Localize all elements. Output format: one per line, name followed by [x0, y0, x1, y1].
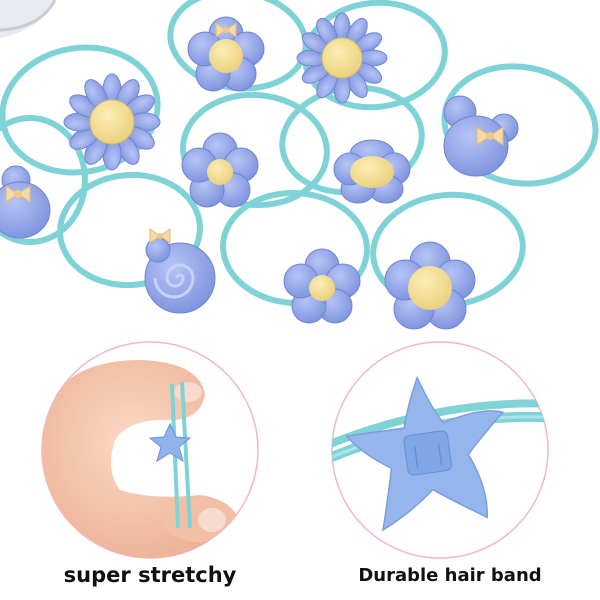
stretch-demo-panel: [41, 341, 259, 559]
bow-icon: [215, 22, 237, 38]
container-rim: [0, 0, 57, 38]
hair-tie-band: [57, 171, 203, 289]
sunflower-charm: [63, 73, 161, 171]
hair-tie-band: [0, 115, 88, 245]
durable-demo-panel: [331, 341, 549, 559]
flower-charm: [283, 248, 361, 324]
starfish-charm: [345, 375, 505, 532]
flower-charm: [384, 241, 476, 330]
caption-super-stretchy: super stretchy: [63, 563, 237, 587]
mouse-charm: [443, 95, 519, 177]
starfish-charm: [148, 422, 192, 463]
flower-charm: [181, 132, 259, 208]
flower-charm: [333, 139, 411, 204]
bow-icon: [149, 228, 171, 244]
caption-durable-hair-band: Durable hair band: [358, 565, 542, 586]
bow-icon: [476, 126, 504, 146]
mouse-charm: [0, 165, 51, 239]
sunflower-charm: [296, 12, 388, 104]
flower-charm: [187, 16, 265, 92]
bow-icon: [5, 185, 31, 203]
snail-charm: [144, 228, 216, 314]
